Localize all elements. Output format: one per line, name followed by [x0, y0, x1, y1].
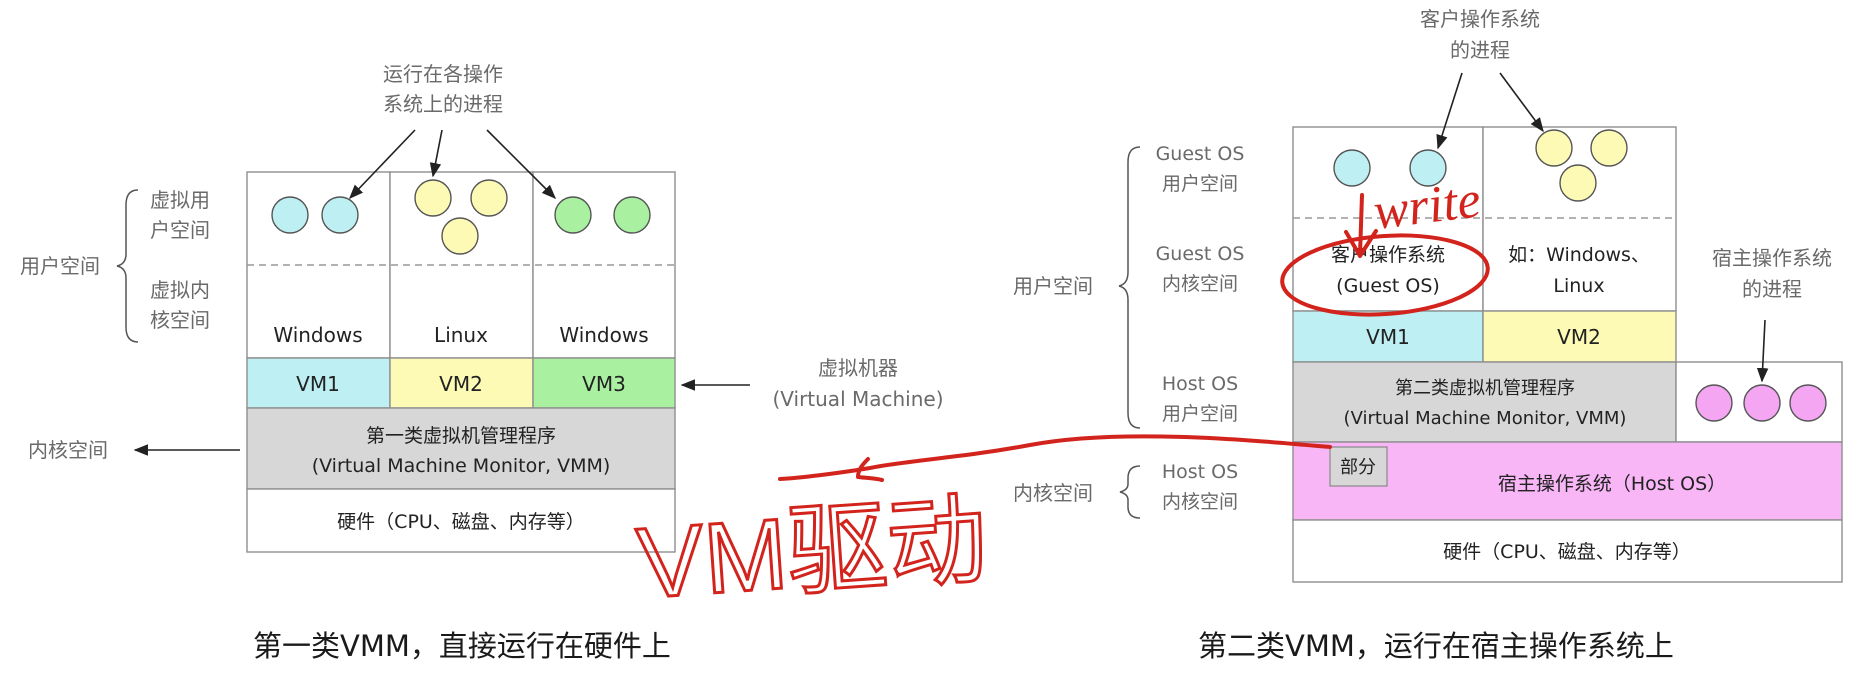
vmm-box: [246, 407, 676, 490]
guest-user-label: Guest OS: [1156, 143, 1245, 165]
guest-process-label: 的进程: [1450, 38, 1510, 62]
hardware-box: [1292, 519, 1843, 583]
ink-arrow: [1358, 193, 1364, 257]
ink-write-text: write: [1371, 171, 1484, 241]
process-circle: [1333, 149, 1371, 187]
guest-os-label: (Guest OS): [1336, 275, 1440, 297]
hardware-box: [246, 488, 676, 553]
arrow: [486, 129, 557, 200]
arrow: [349, 129, 416, 200]
process-circle: [1695, 384, 1733, 422]
ink-curve-hook: [856, 457, 884, 482]
process-circle: [321, 196, 359, 234]
host-user-label: 用户空间: [1162, 403, 1238, 425]
process-circle: [441, 217, 479, 255]
brace: [1118, 146, 1141, 429]
ink-vm-driver: VM驱动: [634, 484, 991, 620]
vm-label: VM1: [296, 372, 340, 396]
vmm-part-box: [1329, 446, 1388, 487]
process-circle: [271, 196, 309, 234]
vm-label: VM2: [439, 372, 483, 396]
user-space-label: 用户空间: [20, 254, 100, 278]
ink-ellipse: [1280, 233, 1490, 317]
host-kernel-label: Host OS: [1162, 461, 1238, 483]
brace: [116, 189, 139, 343]
ink-curve: [778, 434, 1332, 481]
brace: [1119, 465, 1141, 519]
vm2-box: [389, 357, 534, 409]
ink-arrow-head: [1344, 229, 1378, 258]
guest-kernel-label: Guest OS: [1156, 243, 1245, 265]
host-user-label: Host OS: [1162, 373, 1238, 395]
vmm-title: 第一类虚拟机管理程序: [366, 425, 556, 447]
process-label: 运行在各操作: [383, 62, 503, 86]
process-circle: [1743, 384, 1781, 422]
os-name: Windows: [559, 323, 648, 347]
vm2-column: [1482, 126, 1677, 312]
part-label: 部分: [1340, 457, 1376, 478]
process-circle: [414, 179, 452, 217]
vm1-column: [246, 171, 391, 359]
vm2-column: [389, 171, 534, 359]
process-circle: [1789, 384, 1827, 422]
process-label: 系统上的进程: [383, 92, 503, 116]
handwritten-annotations: write VM驱动: [632, 171, 1490, 621]
vmm-box: [1292, 361, 1677, 443]
vm3-column: [532, 171, 676, 359]
guest-os-label: 客户操作系统: [1331, 244, 1445, 266]
caption: 第一类VMM，直接运行在硬件上: [253, 629, 671, 663]
type2-diagram: 客户操作系统 (Guest OS) 如：Windows、 Linux VM1 V…: [1013, 7, 1843, 663]
vm-label: VM2: [1557, 325, 1601, 349]
vm-label: VM3: [582, 372, 626, 396]
vmm-subtitle: (Virtual Machine Monitor, VMM): [1344, 408, 1627, 429]
vmm-title: 第二类虚拟机管理程序: [1395, 378, 1575, 399]
virtual-machine-label: (Virtual Machine): [772, 387, 943, 411]
arrow: [1756, 319, 1769, 383]
vm3-box: [532, 357, 676, 409]
vmm-subtitle: (Virtual Machine Monitor, VMM): [312, 455, 611, 477]
host-os-label: 宿主操作系统（Host OS）: [1498, 473, 1726, 495]
kernel-space-label: 内核空间: [28, 438, 108, 462]
guest-process-label: 客户操作系统: [1420, 7, 1540, 31]
guest-kernel-label: 内核空间: [1162, 273, 1238, 295]
host-process-label: 宿主操作系统: [1712, 246, 1832, 270]
process-circle: [470, 179, 508, 217]
arrow: [1499, 72, 1544, 133]
host-kernel-label: 内核空间: [1162, 491, 1238, 513]
process-circle: [1590, 129, 1628, 167]
os-name: Windows: [273, 323, 362, 347]
host-process-label: 的进程: [1742, 277, 1802, 301]
arrow: [429, 129, 443, 178]
vm1-box: [246, 357, 391, 409]
process-circle: [554, 196, 592, 234]
process-circle: [1409, 149, 1447, 187]
arrow: [1436, 72, 1463, 150]
caption: 第二类VMM，运行在宿主操作系统上: [1198, 629, 1674, 663]
vm2-box: [1482, 310, 1677, 363]
kernel-space-label: 内核空间: [1013, 481, 1093, 505]
guest-user-label: 用户空间: [1162, 173, 1238, 195]
virtual-user-space-label: 户空间: [150, 218, 210, 242]
hardware-label: 硬件（CPU、磁盘、内存等）: [337, 511, 585, 533]
example-os-label: 如：Windows、: [1508, 244, 1650, 266]
virtual-kernel-space-label: 虚拟内: [150, 278, 210, 302]
user-space-label: 用户空间: [1013, 274, 1093, 298]
process-circle: [613, 196, 651, 234]
virtual-user-space-label: 虚拟用: [150, 188, 210, 212]
virtual-machine-label: 虚拟机器: [818, 356, 898, 380]
process-circle: [1535, 129, 1573, 167]
vm-label: VM1: [1366, 325, 1410, 349]
vm1-column: [1292, 126, 1484, 312]
type1-diagram: Windows Linux Windows VM1 VM2 VM3 第一类虚拟机…: [20, 62, 944, 663]
example-os-label: Linux: [1553, 275, 1604, 297]
hardware-label: 硬件（CPU、磁盘、内存等）: [1443, 541, 1691, 563]
virtual-kernel-space-label: 核空间: [150, 308, 210, 332]
os-name: Linux: [434, 323, 488, 347]
process-circle: [1559, 164, 1597, 202]
